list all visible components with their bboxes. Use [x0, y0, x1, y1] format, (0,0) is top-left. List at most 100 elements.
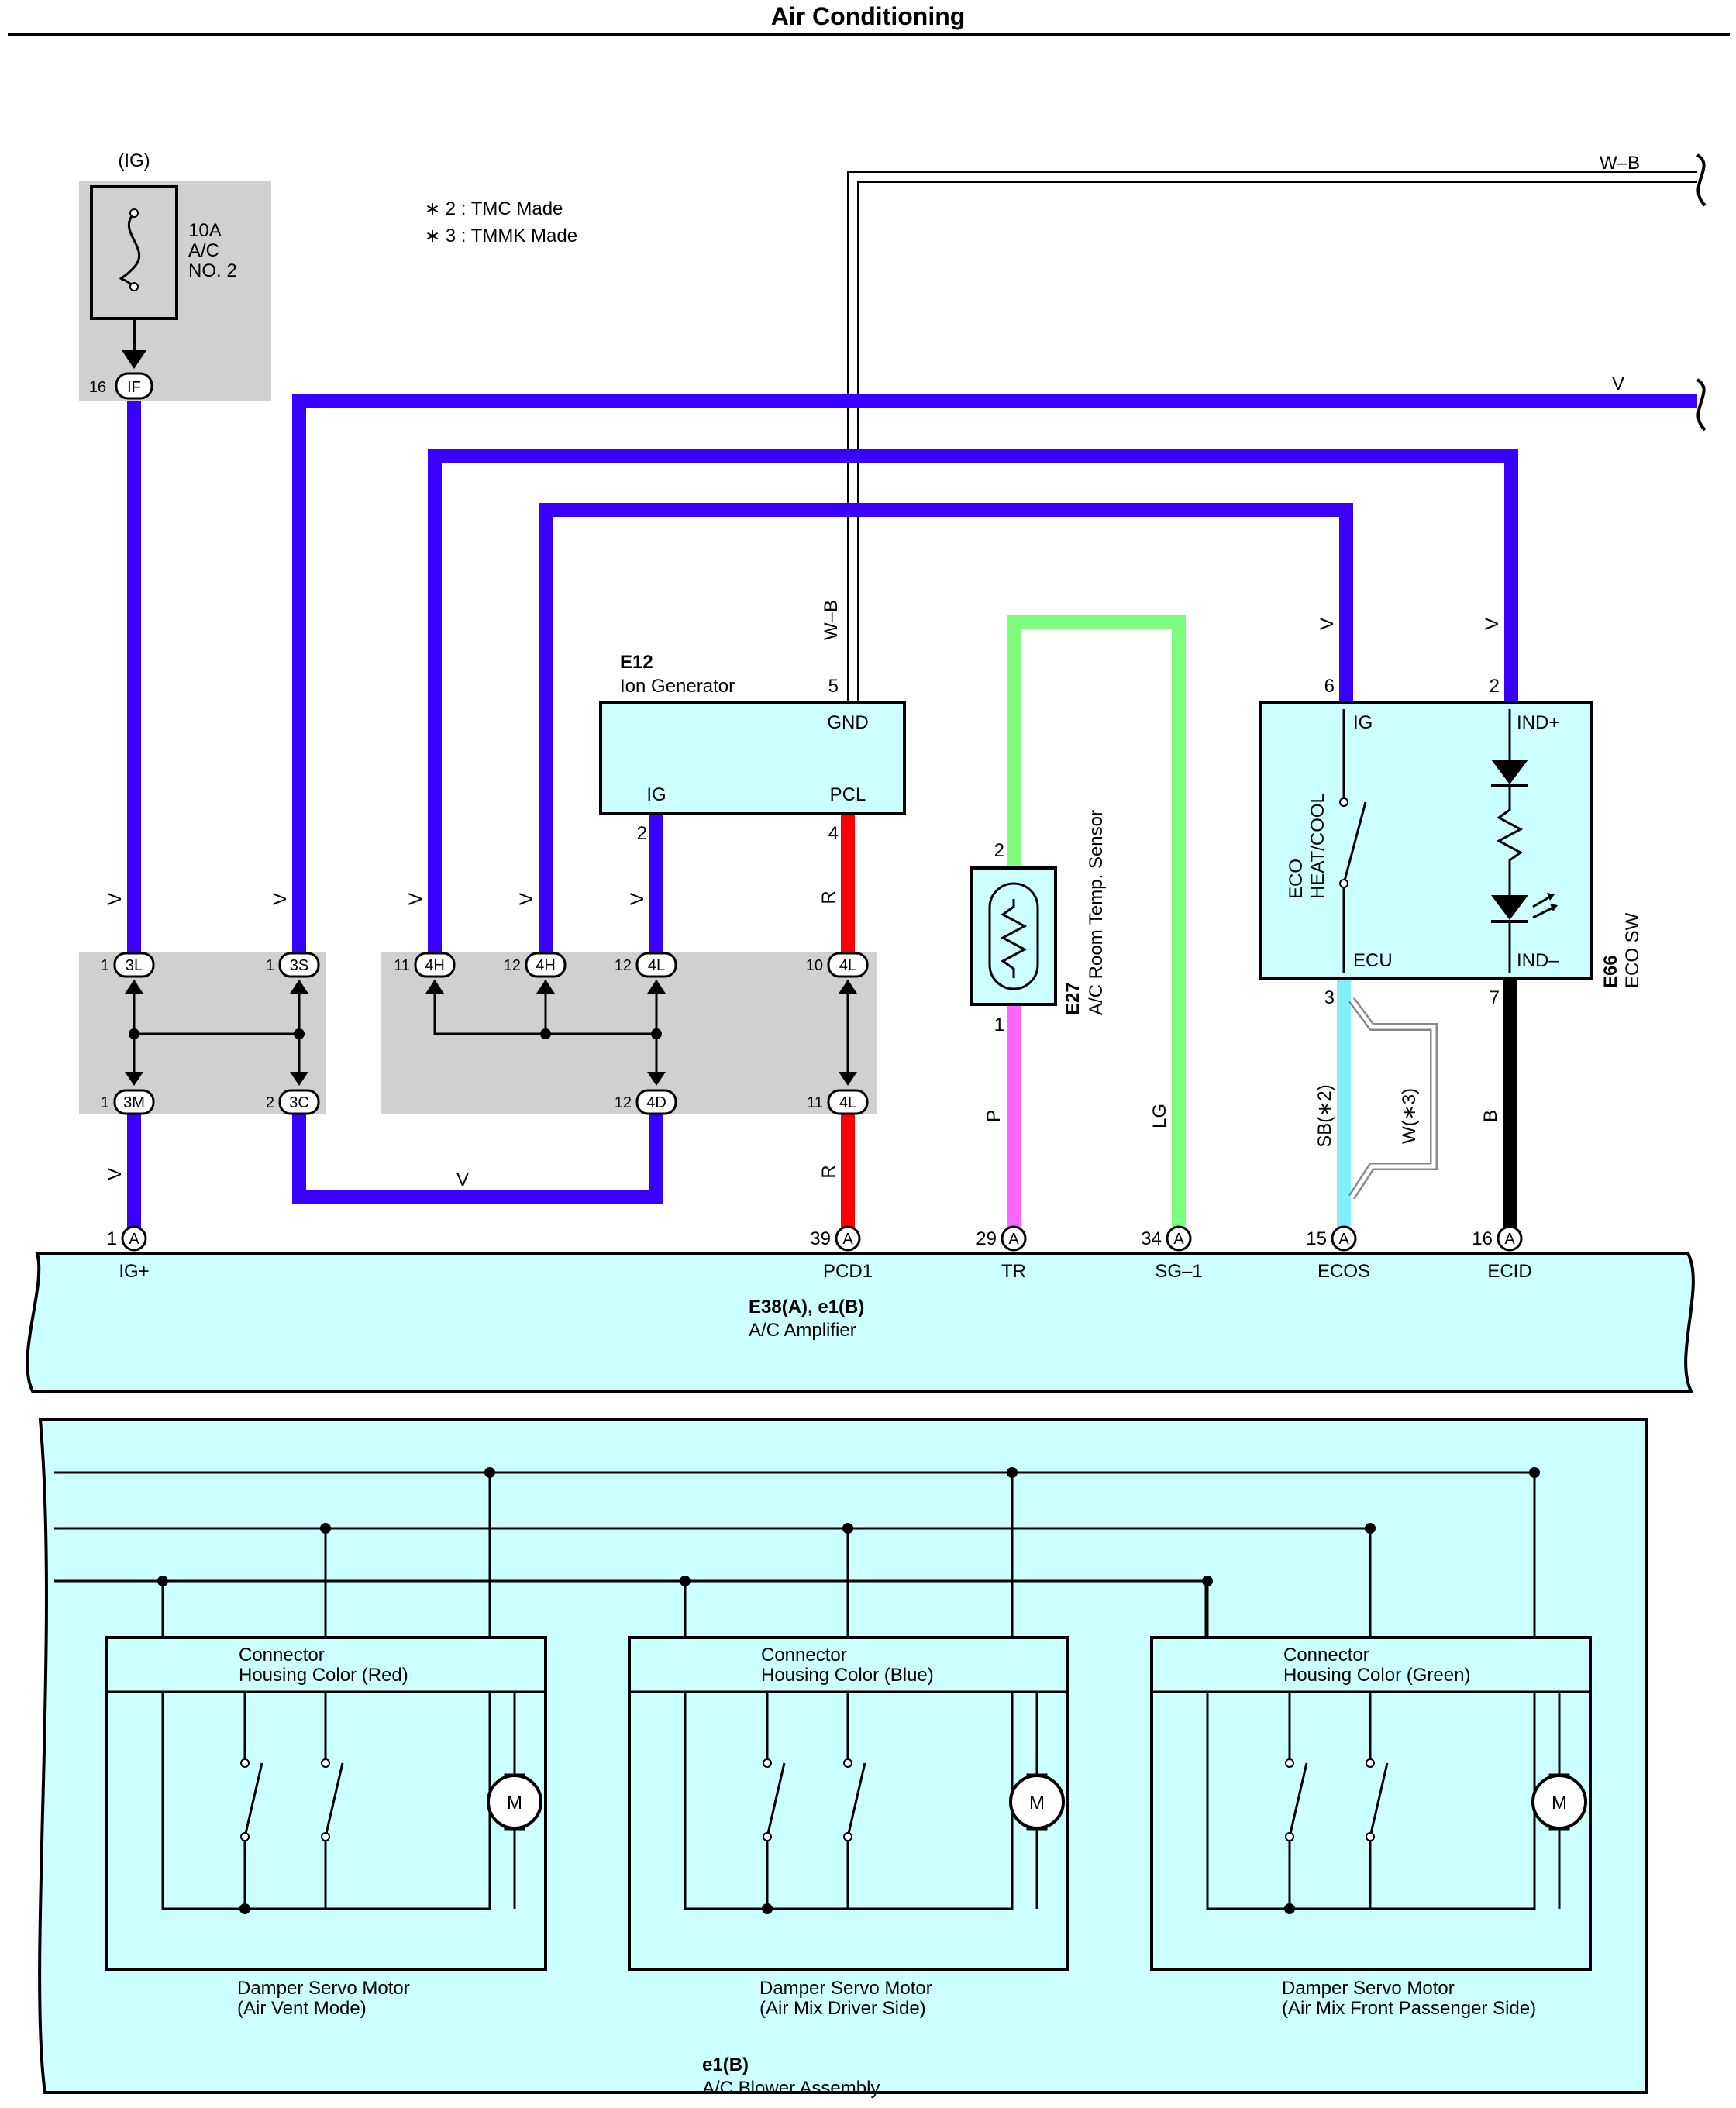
- eco-sw-pin-ig: 6: [1324, 676, 1335, 697]
- amplifier-pin: 1: [107, 1228, 117, 1249]
- ion-generator-code: E12: [620, 652, 653, 673]
- switch-contact: [240, 1758, 250, 1768]
- amplifier-terminal-name: SG–1: [1155, 1261, 1202, 1282]
- ion-generator-box: [599, 701, 906, 815]
- wire-label-v: V: [1482, 618, 1503, 630]
- svg-text:10A: 10A: [188, 220, 222, 241]
- wire-label-v: V: [405, 893, 426, 905]
- wire-label-w-b-top: W–B: [1600, 153, 1640, 174]
- svg-text:NO. 2: NO. 2: [188, 260, 237, 281]
- wire-label-v: V: [627, 893, 648, 905]
- wire-lg: [1007, 615, 1186, 1232]
- wire-label-r: R: [818, 890, 839, 904]
- junction-connector: [113, 952, 155, 978]
- junction-pin: 12: [504, 957, 521, 974]
- svg-text:ECO: ECO: [1286, 859, 1307, 899]
- junction-id: 3C: [289, 1094, 309, 1111]
- connector-if-pin: 16: [89, 379, 106, 396]
- fuse-icon: [119, 212, 141, 288]
- arrow-icon: [122, 350, 146, 369]
- blower-box: [38, 1418, 1648, 2094]
- motor-symbol: M: [507, 1793, 522, 1814]
- junction-id: 3S: [290, 957, 308, 974]
- motor-symbol: M: [1552, 1793, 1567, 1814]
- amplifier-connector: A: [842, 1231, 853, 1248]
- ion-generator-pin-ig: 2: [637, 823, 647, 844]
- ion-generator-ig: IG: [646, 784, 666, 805]
- svg-text:HEAT/COOL: HEAT/COOL: [1307, 793, 1328, 899]
- amplifier-connector: A: [1338, 1231, 1349, 1248]
- eco-sw-ecu: ECU: [1353, 950, 1393, 971]
- switch-contact: [1339, 797, 1348, 807]
- svg-text:Damper Servo Motor: Damper Servo Motor: [1282, 1978, 1455, 1999]
- wire-v-group: [127, 394, 1697, 1232]
- svg-text:Housing Color (Blue): Housing Color (Blue): [761, 1665, 934, 1686]
- junction-pin: 12: [615, 957, 632, 974]
- wire-label-sb: SB(∗2): [1314, 1084, 1335, 1147]
- eco-sw-ind-plus: IND+: [1517, 712, 1559, 733]
- diode-icon: [1491, 760, 1528, 784]
- switch-contact: [1366, 1832, 1375, 1841]
- junction-connector: [414, 952, 456, 978]
- switch-contact: [321, 1832, 330, 1841]
- svg-text:(Air Mix Driver Side): (Air Mix Driver Side): [760, 1998, 926, 2019]
- wire-v-bus-top: [292, 394, 1697, 953]
- switch-contact: [1339, 879, 1348, 888]
- junction-pin: 12: [615, 1094, 632, 1111]
- wire-label-w: W(∗3): [1399, 1088, 1420, 1144]
- motor-connector-box: [105, 1636, 547, 1971]
- svg-text:Damper Servo Motor: Damper Servo Motor: [237, 1978, 410, 1999]
- wire-v-ig-eco: [539, 503, 1353, 953]
- wire-w-b: [847, 170, 1697, 701]
- junction-id: 4H: [425, 957, 445, 974]
- motor-symbol: M: [1029, 1793, 1045, 1814]
- motor-name: Damper Servo Motor(Air Mix Front Passeng…: [1282, 1978, 1536, 2019]
- wire-v-return: [292, 1108, 663, 1204]
- junction-arrows: [125, 980, 857, 1086]
- junction-id: 4L: [648, 957, 665, 974]
- connector-if: [115, 372, 153, 400]
- junction-connector: [827, 1089, 869, 1115]
- amplifier-terminal: [1001, 1225, 1027, 1252]
- junction-id: 4H: [536, 957, 556, 974]
- switch-contact: [1366, 1758, 1375, 1768]
- svg-text:(Air Mix Front Passenger Side): (Air Mix Front Passenger Side): [1282, 1998, 1536, 2019]
- amplifier-connector: A: [1504, 1231, 1515, 1248]
- svg-text:A/C: A/C: [188, 240, 219, 261]
- ig-source-label: (IG): [118, 150, 150, 171]
- break-symbol: [1696, 378, 1707, 432]
- wire-label-b: B: [1480, 1110, 1501, 1122]
- wire-label-v: V: [105, 1168, 126, 1180]
- switch-contact: [240, 1832, 250, 1841]
- blower-name: A/C Blower Assembly: [702, 2078, 880, 2099]
- wire-label-v: V: [105, 893, 126, 905]
- junction-connector: [525, 952, 567, 978]
- amplifier-pin: 15: [1306, 1228, 1327, 1249]
- motor-name: Damper Servo Motor(Air Mix Driver Side): [760, 1978, 932, 2019]
- amplifier-pin: 34: [1141, 1228, 1162, 1249]
- amplifier-connector: A: [1173, 1231, 1184, 1248]
- sensor-name: A/C Room Temp. Sensor: [1086, 810, 1107, 1015]
- wire-v-ind: [428, 450, 1518, 953]
- ion-generator-gnd: GND: [827, 712, 868, 733]
- motor-icon: [487, 1774, 542, 1830]
- ion-generator-pin-pcl: 4: [828, 823, 839, 844]
- amplifier-terminal-name: PCD1: [823, 1261, 873, 1282]
- junction-pin: 10: [806, 957, 823, 974]
- svg-text:Connector: Connector: [1283, 1645, 1369, 1665]
- junction-id: 3L: [126, 957, 143, 974]
- switch-contact: [843, 1832, 852, 1841]
- blower-code: e1(B): [702, 2055, 749, 2075]
- amplifier-terminal: [1497, 1225, 1523, 1252]
- motor-icon: [1009, 1774, 1065, 1830]
- amplifier-pin: 16: [1472, 1228, 1493, 1249]
- switch-contact: [1285, 1758, 1294, 1768]
- wire-label-v: V: [456, 1169, 469, 1190]
- motor-connector-box: [628, 1636, 1070, 1971]
- wire-label-v: V: [1317, 618, 1338, 630]
- switch-contact: [1285, 1832, 1294, 1841]
